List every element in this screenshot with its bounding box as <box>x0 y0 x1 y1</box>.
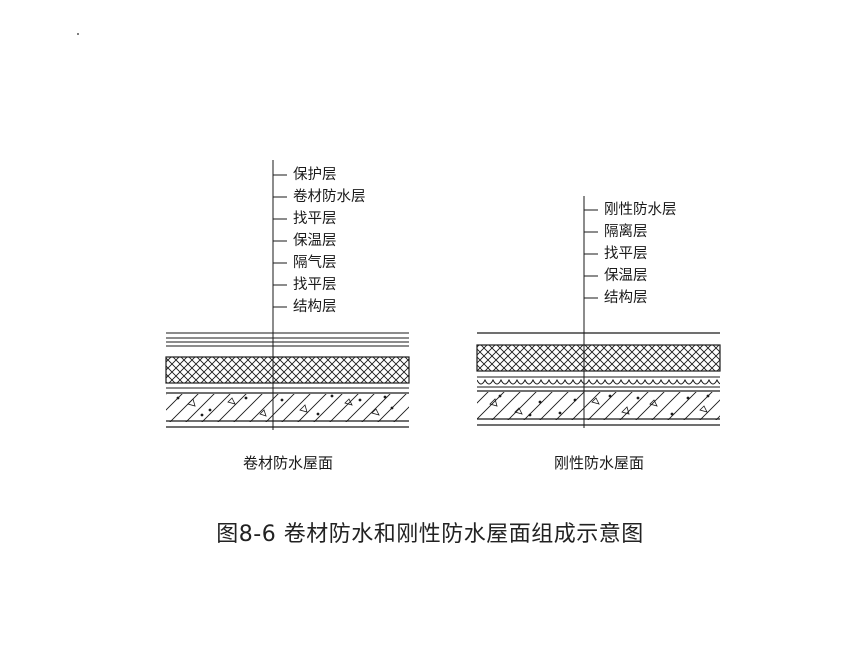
left-layer-label-3: 找平层 <box>293 211 337 227</box>
right-layer-label-1: 刚性防水层 <box>604 202 677 218</box>
right-diagram-caption: 刚性防水屋面 <box>554 454 645 472</box>
figure-title: 图8-6 卷材防水和刚性防水屋面组成示意图 <box>216 522 644 547</box>
left-layer-label-6: 找平层 <box>293 277 337 293</box>
left-layer-label-5: 隔气层 <box>293 255 337 271</box>
left-section <box>165 160 410 430</box>
right-section <box>476 196 721 428</box>
left-layer-label-1: 保护层 <box>293 167 337 183</box>
left-layer-label-4: 保温层 <box>293 233 337 249</box>
right-layer-label-3: 找平层 <box>604 246 648 262</box>
left-layer-label-7: 结构层 <box>293 299 337 315</box>
right-layer-label-4: 保温层 <box>604 268 648 284</box>
left-layer-label-2: 卷材防水层 <box>293 189 366 205</box>
stray-dot <box>77 33 79 35</box>
right-layer-label-2: 隔离层 <box>604 224 648 240</box>
right-layer-label-5: 结构层 <box>604 290 648 306</box>
left-diagram-caption: 卷材防水屋面 <box>243 454 334 472</box>
